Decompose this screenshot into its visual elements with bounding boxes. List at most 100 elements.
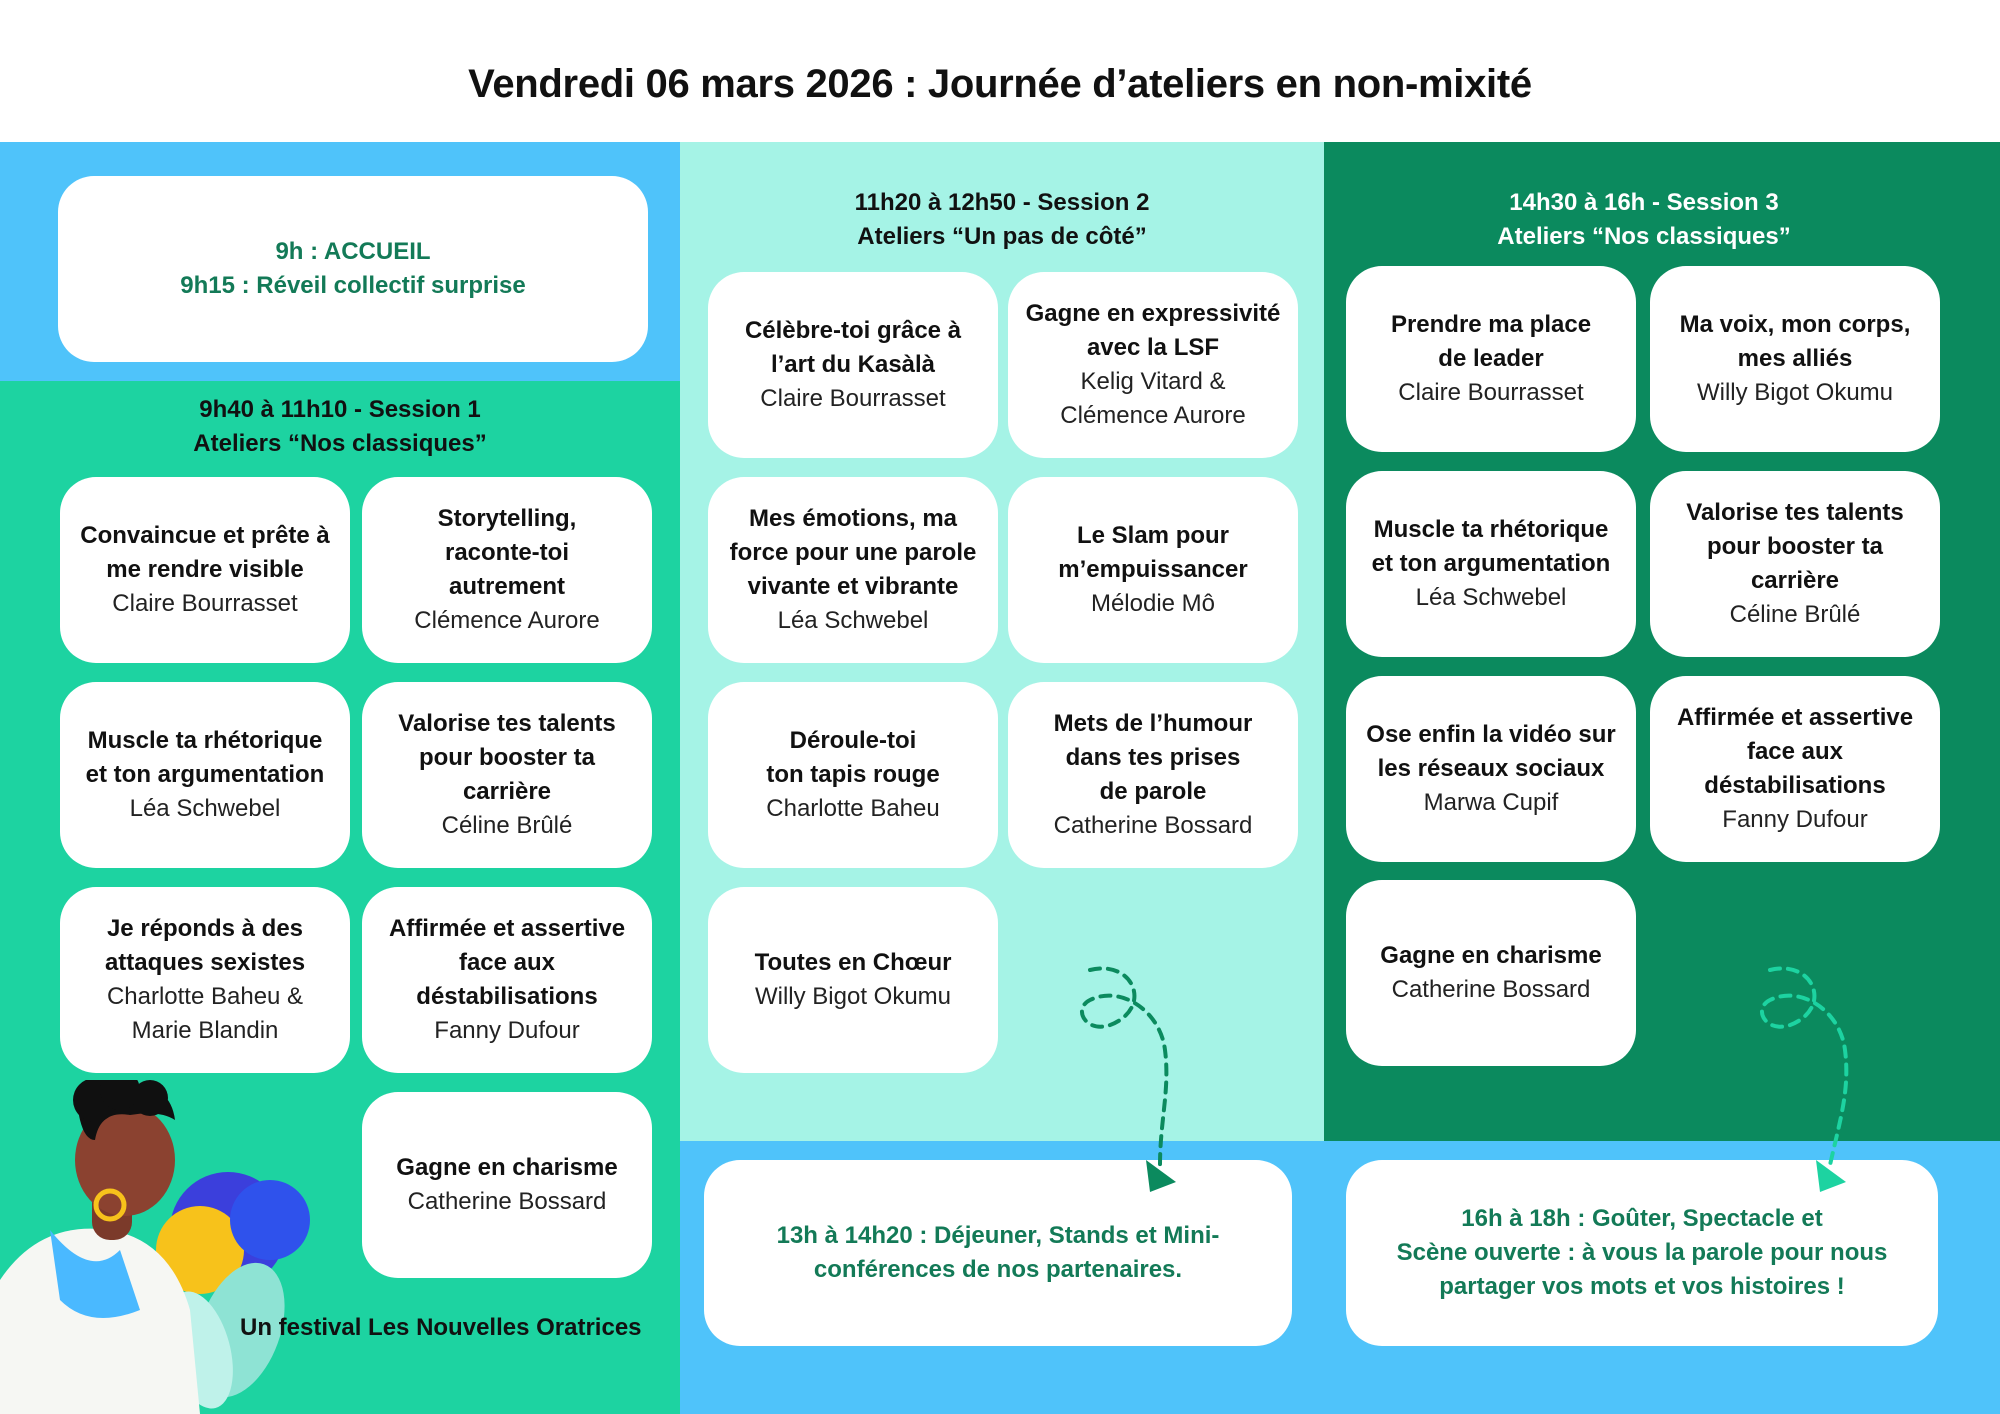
workshop-title-line: Affirmée et assertive [388,915,626,942]
session1-header: 9h40 à 11h10 - Session 1 Ateliers “Nos c… [0,393,680,461]
workshop-title-line: Affirmée et assertive [1676,704,1914,731]
workshop-title-line: les réseaux sociaux [1377,755,1605,782]
workshop-title-line: Ose enfin la vidéo sur [1366,721,1616,748]
workshop-title-line: carrière [462,778,552,805]
session1-workshop-card: Affirmée et assertive face aux déstabilisa… [362,887,652,1073]
workshop-speaker: Charlotte Baheu [766,795,940,822]
workshop-speaker: Marie Blandin [131,1017,279,1044]
workshop-title-line: et ton argumentation [1371,550,1611,577]
closing-card: 16h à 18h : Goûter, Spectacle et Scène o… [1346,1160,1938,1346]
workshop-speaker: Mélodie Mô [1090,590,1216,617]
welcome-line-1: 9h : ACCUEIL [275,238,431,265]
workshop-title-line: Je réponds à des [106,915,304,942]
workshop-speaker: Claire Bourrasset [1398,379,1584,406]
workshop-title-line: dans tes prises [1065,744,1241,771]
lunch-line-2: conférences de nos partenaires. [813,1256,1183,1283]
workshop-title-line: déstabilisations [1704,772,1886,799]
workshop-title-line: avec la LSF [1086,334,1220,361]
workshop-title-line: déstabilisations [416,983,598,1010]
workshop-speaker: Léa Schwebel [129,795,281,822]
workshop-speaker: Céline Brûlé [1729,601,1861,628]
session2-workshop-card: Mes émotions, ma force pour une parole viv… [708,477,998,663]
workshop-speaker: Marwa Cupif [1423,789,1559,816]
closing-line-3: partager vos mots et vos histoires ! [1439,1273,1845,1300]
workshop-speaker: Céline Brûlé [441,812,573,839]
session3-theme: Ateliers “Nos classiques” [1497,223,1791,250]
session3-workshop-card: Muscle ta rhétorique et ton argumentation… [1346,471,1636,657]
dashed-arrow-icon [1760,966,1849,1192]
session3-header: 14h30 à 16h - Session 3 Ateliers “Nos cl… [1324,186,1964,254]
workshop-title-line: attaques sexistes [104,949,306,976]
workshop-title-line: Prendre ma place [1390,311,1592,338]
workshop-title-line: m’empuissancer [1058,556,1248,583]
lunch-line-1: 13h à 14h20 : Déjeuner, Stands et Mini- [776,1222,1220,1249]
workshop-speaker: Claire Bourrasset [760,385,946,412]
workshop-title-line: Mes émotions, ma [748,505,958,532]
workshop-speaker: Catherine Bossard [407,1188,607,1215]
workshop-title-line: force pour une parole [729,539,977,566]
workshop-speaker: Clémence Aurore [1060,402,1246,429]
session3-workshop-card: Valorise tes talents pour booster ta carri… [1650,471,1940,657]
closing-line-1: 16h à 18h : Goûter, Spectacle et [1461,1205,1823,1232]
workshop-title-line: vivante et vibrante [747,573,959,600]
workshop-speaker: Fanny Dufour [434,1017,580,1044]
session2-time: 11h20 à 12h50 - Session 2 [854,189,1150,216]
session3-time: 14h30 à 16h - Session 3 [1509,189,1779,216]
workshop-title-line: de parole [1099,778,1207,805]
workshop-speaker: Catherine Bossard [1053,812,1253,839]
workshop-title-line: face aux [1746,738,1844,765]
workshop-title-line: Déroule-toi [789,727,917,754]
workshop-speaker: Willy Bigot Okumu [1696,379,1894,406]
workshop-title-line: Valorise tes talents [1686,499,1904,526]
welcome-card: 9h : ACCUEIL 9h15 : Réveil collectif sur… [58,176,648,362]
workshop-title-line: Ma voix, mon corps, [1679,311,1911,338]
workshop-speaker: Catherine Bossard [1391,976,1591,1003]
workshop-title-line: autrement [448,573,566,600]
closing-line-2: Scène ouverte : à vous la parole pour no… [1396,1239,1888,1266]
workshop-speaker: Willy Bigot Okumu [754,983,952,1010]
workshop-speaker: Clémence Aurore [414,607,600,634]
workshop-title-line: et ton argumentation [85,761,325,788]
session2-theme: Ateliers “Un pas de côté” [857,223,1147,250]
workshop-title-line: face aux [458,949,556,976]
workshop-title-line: Convaincue et prête à [80,522,330,549]
workshop-speaker: Léa Schwebel [777,607,929,634]
workshop-speaker: Fanny Dufour [1722,806,1868,833]
workshop-title-line: Célèbre-toi grâce à [744,317,962,344]
workshop-title-line: Muscle ta rhétorique [1373,516,1609,543]
workshop-speaker: Léa Schwebel [1415,584,1567,611]
workshop-speaker: Kelig Vitard & [1080,368,1226,395]
session3-workshop-card: Affirmée et assertive face aux déstabilisa… [1650,676,1940,862]
workshop-title-line: me rendre visible [106,556,304,583]
session2-header: 11h20 à 12h50 - Session 2 Ateliers “Un p… [680,186,1324,254]
workshop-speaker: Claire Bourrasset [112,590,298,617]
workshop-title-line: ton tapis rouge [766,761,940,788]
workshop-title-line: pour booster ta [1706,533,1883,560]
workshop-title-line: mes alliés [1737,345,1853,372]
workshop-speaker: Charlotte Baheu & [106,983,304,1010]
workshop-title-line: Gagne en charisme [1380,942,1602,969]
session1-time: 9h40 à 11h10 - Session 1 [199,396,481,423]
workshop-title-line: pour booster ta [418,744,595,771]
page-title: Vendredi 06 mars 2026 : Journée d’atelie… [468,62,1532,106]
workshop-title-line: l’art du Kasàlà [770,351,936,378]
session3-workshop-card: Ose enfin la vidéo sur les réseaux sociau… [1346,676,1636,862]
workshop-title-line: carrière [1750,567,1840,594]
dashed-arrow-icon [1080,966,1176,1192]
workshop-title-line: Storytelling, [437,505,577,532]
festival-credit: Un festival Les Nouvelles Oratrices [240,1314,642,1341]
